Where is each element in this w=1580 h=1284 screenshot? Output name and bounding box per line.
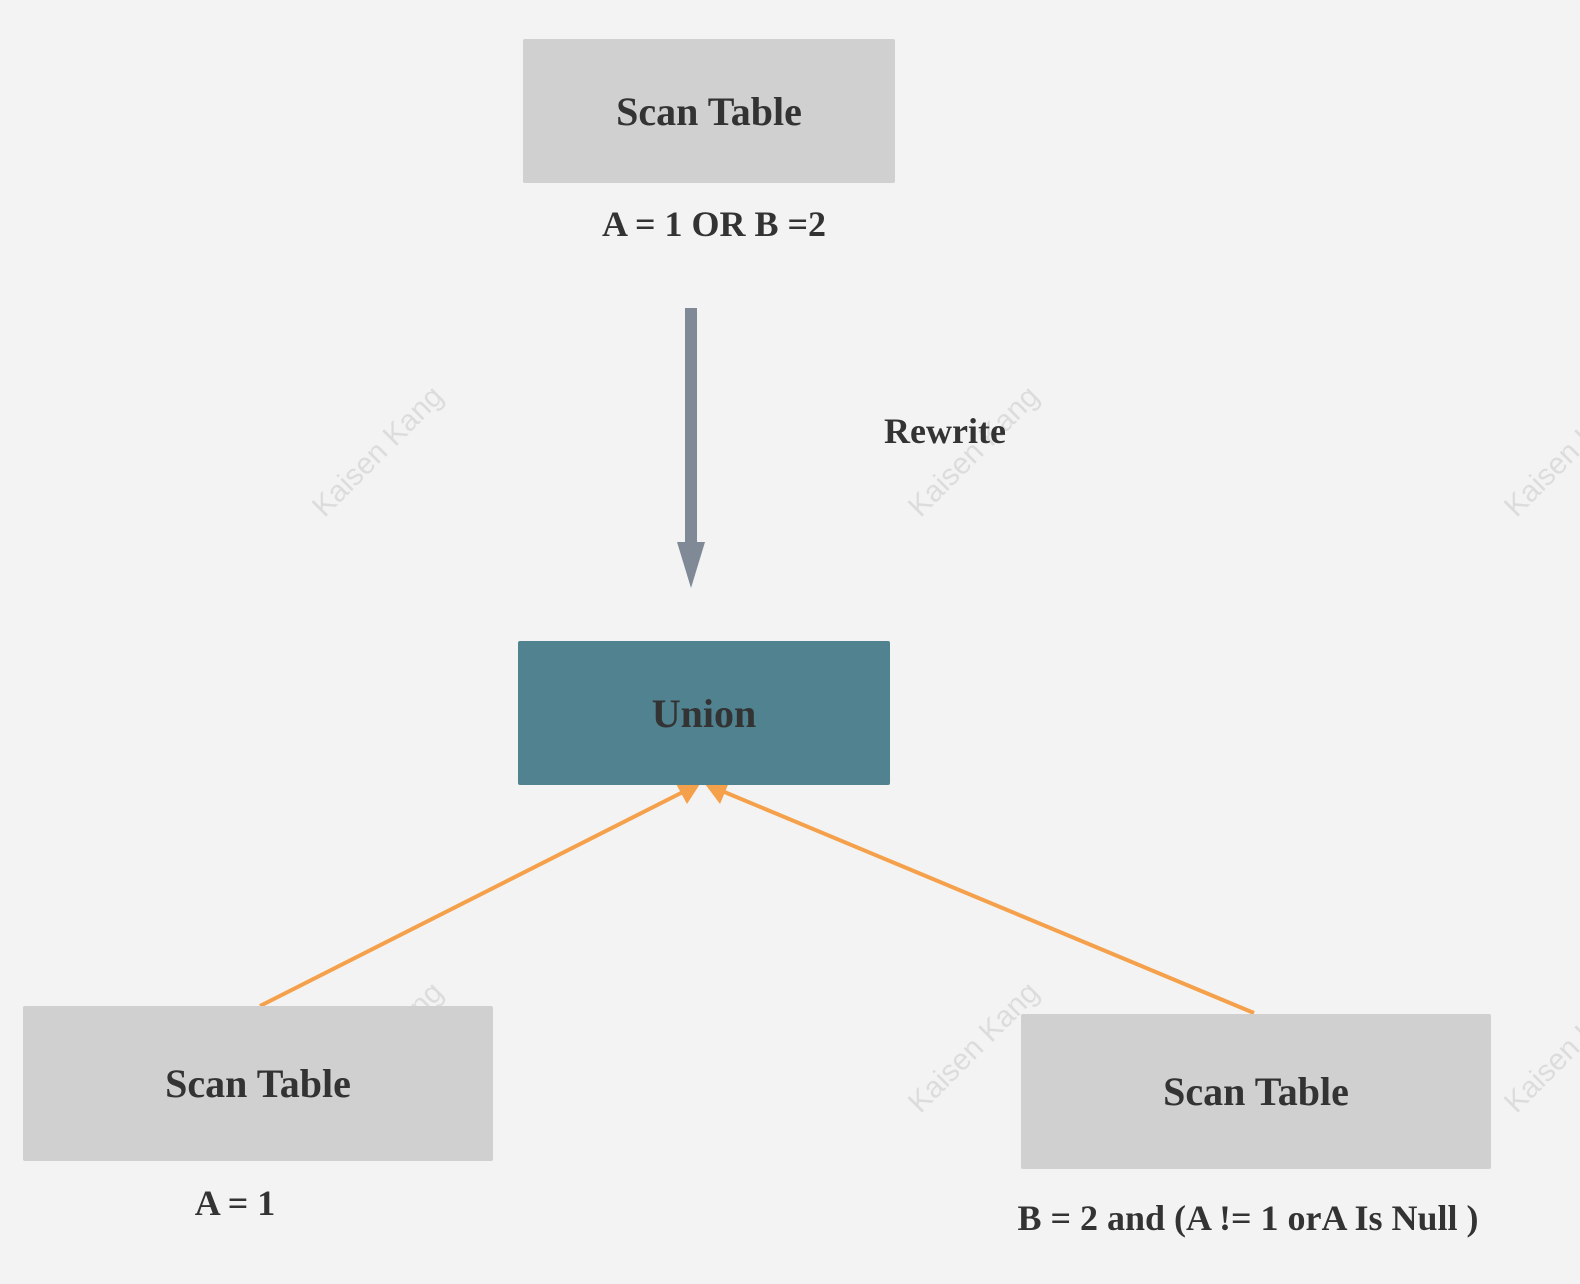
top-scan-table-label: Scan Table	[616, 88, 802, 134]
left-scan-table-node: Scan Table	[23, 1006, 493, 1161]
top-scan-condition: A = 1 OR B =2	[601, 204, 827, 244]
left-scan-table-label: Scan Table	[165, 1061, 351, 1106]
edge-right-to-union	[705, 780, 1255, 1015]
right-scan-condition: B = 2 and (A != 1 orA Is Null )	[1017, 1198, 1479, 1238]
top-scan-table-node: Scan Table	[523, 39, 895, 183]
edge-left-arrowhead	[675, 782, 700, 804]
right-scan-table-node: Scan Table	[1021, 1014, 1491, 1169]
rewrite-label: Rewrite	[884, 411, 1006, 451]
union-label: Union	[651, 690, 757, 736]
union-node: Union	[518, 641, 890, 785]
right-scan-table-label: Scan Table	[1163, 1069, 1349, 1114]
left-scan-condition: A = 1	[194, 1183, 276, 1223]
edge-right-arrowhead	[705, 780, 730, 804]
rewrite-arrow	[677, 308, 705, 588]
edge-left-to-union	[259, 782, 700, 1008]
rewrite-arrow-shaft	[685, 308, 697, 544]
rewrite-arrow-head	[677, 542, 705, 588]
